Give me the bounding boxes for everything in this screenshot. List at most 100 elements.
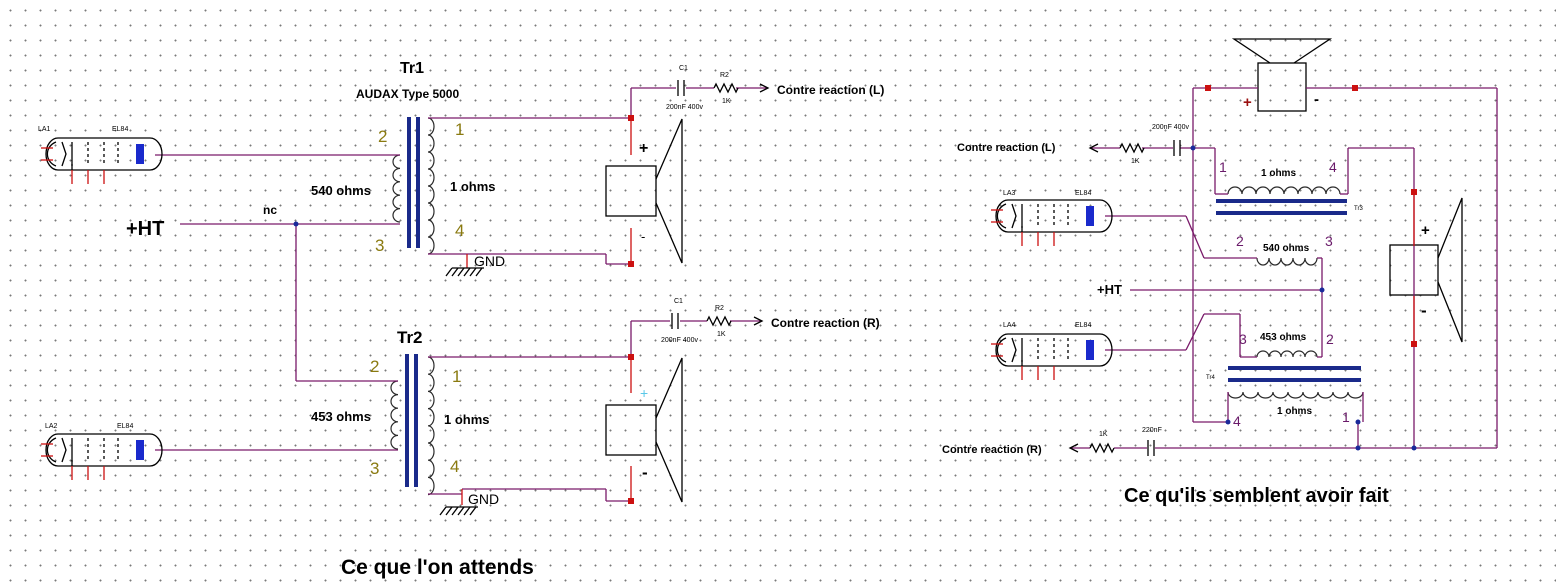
tube-la3-ref: LA3 — [1003, 190, 1016, 197]
spk1-plus: + — [639, 140, 648, 157]
capacitor-right-bottom — [1147, 440, 1155, 456]
arrow-right-bottom — [1068, 443, 1079, 453]
tr1-pin-1: 1 — [455, 120, 464, 139]
gnd-label-1: GND — [474, 253, 505, 269]
transformer-tr4 — [1227, 350, 1364, 399]
tr3-core-bar-2 — [1216, 211, 1347, 215]
tr4-primary-coil — [1256, 350, 1318, 358]
tr2-pin-2: 2 — [370, 357, 379, 376]
tr3-core-bar-1 — [1216, 199, 1347, 203]
r2-bottom-value: 1K — [717, 331, 726, 338]
c1-bottom-ref: C1 — [674, 298, 683, 305]
transformer-tr1 — [392, 117, 435, 255]
right-res-bottom-value: 1K — [1099, 431, 1108, 438]
tube-la1-ref: LA1 — [38, 126, 51, 133]
right-cap-top-value: 200nF 400v — [1152, 124, 1189, 131]
right-cap-bottom-value: 220nF — [1142, 427, 1162, 434]
tr3-pin-2: 2 — [1236, 233, 1244, 249]
tr3-secondary-label: 1 ohms — [1261, 168, 1296, 179]
tr2-label: Tr2 — [397, 328, 423, 347]
tr1-secondary-coil — [427, 117, 435, 255]
c1-top-ref: C1 — [679, 65, 688, 72]
tube-la3-type: EL84 — [1075, 190, 1091, 197]
transformer-tr3 — [1216, 186, 1347, 266]
tube-la2 — [40, 433, 163, 481]
c1-bottom-value: 200nF 400v — [661, 337, 698, 344]
tube-la3 — [990, 199, 1113, 247]
r2-bottom-ref: R2 — [715, 305, 724, 312]
capacitor-c1-top — [677, 80, 685, 96]
right-speaker-minus: - — [1421, 301, 1427, 320]
tr4-pin-2: 2 — [1326, 331, 1334, 347]
capacitor-c1-bottom — [671, 313, 679, 329]
tube-la4 — [990, 333, 1113, 381]
tr3-primary-coil — [1256, 257, 1318, 266]
tr4-secondary-label: 1 ohms — [1277, 406, 1312, 417]
tr1-pin-2: 2 — [378, 127, 387, 146]
tr3-pin-4: 4 — [1329, 159, 1337, 175]
right-res-top-value: 1K — [1131, 158, 1140, 165]
arrow-right-top — [1088, 143, 1099, 153]
nc-label: nc — [263, 203, 277, 217]
spk2-plus: + — [640, 385, 648, 401]
tr2-secondary-coil — [427, 356, 435, 496]
tr4-pin-1: 1 — [1342, 409, 1350, 425]
resistor-right-top — [1119, 142, 1145, 154]
tr2-core-bar-1 — [405, 354, 409, 487]
right-speaker-plus: + — [1421, 222, 1430, 239]
gnd-symbol-2 — [439, 506, 478, 516]
tr3-pin-3: 3 — [1325, 233, 1333, 249]
tube-la2-ref: LA2 — [45, 423, 58, 430]
tube-la4-type: EL84 — [1075, 322, 1091, 329]
resistor-right-bottom — [1089, 442, 1115, 454]
tr3-primary-label: 540 ohms — [1263, 243, 1310, 254]
spk2-minus: - — [642, 463, 648, 482]
tr1-core-bar-2 — [416, 117, 420, 248]
tr1-core-bar-1 — [407, 117, 411, 248]
tr4-pin-3: 3 — [1239, 331, 1247, 347]
tr1-label: Tr1 — [400, 60, 424, 77]
tr4-core-bar-1 — [1228, 366, 1361, 370]
resistor-r2-top — [713, 82, 739, 94]
tr4-pin-4: 4 — [1233, 413, 1241, 429]
tr2-core-bar-2 — [414, 354, 418, 487]
tr4-secondary-coil — [1227, 391, 1364, 399]
tr1-model-label: AUDAX Type 5000 — [356, 87, 459, 101]
tr3-pin-1: 1 — [1219, 159, 1227, 175]
tr4-core-bar-2 — [1228, 378, 1361, 382]
tr1-secondary-label: 1 ohms — [450, 179, 496, 194]
top-speaker-plus: + — [1243, 94, 1252, 111]
r2-top-ref: R2 — [720, 72, 729, 79]
tr4-ref: Tr4 — [1206, 375, 1215, 381]
junction-dot — [293, 221, 299, 227]
tr1-primary-label: 540 ohms — [311, 183, 371, 198]
top-speaker-minus: - — [1314, 91, 1319, 108]
tube-la1 — [40, 137, 163, 185]
left-wires — [155, 87, 768, 502]
gnd-symbol-1 — [445, 267, 484, 277]
left-red-stubs — [461, 118, 632, 505]
tr2-pin-4: 4 — [450, 457, 459, 476]
tr2-primary-label: 453 ohms — [311, 409, 371, 424]
feedback-l-label-left: Contre reaction (L) — [777, 83, 884, 97]
right-wires — [1070, 87, 1498, 449]
tr1-pin-3: 3 — [375, 236, 384, 255]
r2-top-value: 1K — [722, 98, 731, 105]
transformer-tr2 — [390, 354, 435, 496]
tr2-pin-1: 1 — [452, 367, 461, 386]
feedback-r-label-right: Contre reaction (R) — [942, 444, 1042, 456]
speaker-right — [1389, 197, 1463, 343]
gnd-label-2: GND — [468, 491, 499, 507]
tube-la2-type: EL84 — [117, 423, 133, 430]
right-schematic: Contre reaction (L) Contre reaction (R) … — [942, 38, 1498, 507]
tr3-secondary-coil — [1227, 186, 1341, 195]
tube-la4-ref: LA4 — [1003, 322, 1016, 329]
tr2-secondary-label: 1 ohms — [444, 412, 490, 427]
tr3-ref: Tr3 — [1354, 206, 1363, 212]
tr4-primary-label: 453 ohms — [1260, 332, 1307, 343]
spk1-minus: - — [641, 229, 645, 244]
left-caption: Ce que l'on attends — [341, 556, 534, 579]
tr1-pin-4: 4 — [455, 221, 464, 240]
tr1-primary-coil — [392, 154, 401, 223]
